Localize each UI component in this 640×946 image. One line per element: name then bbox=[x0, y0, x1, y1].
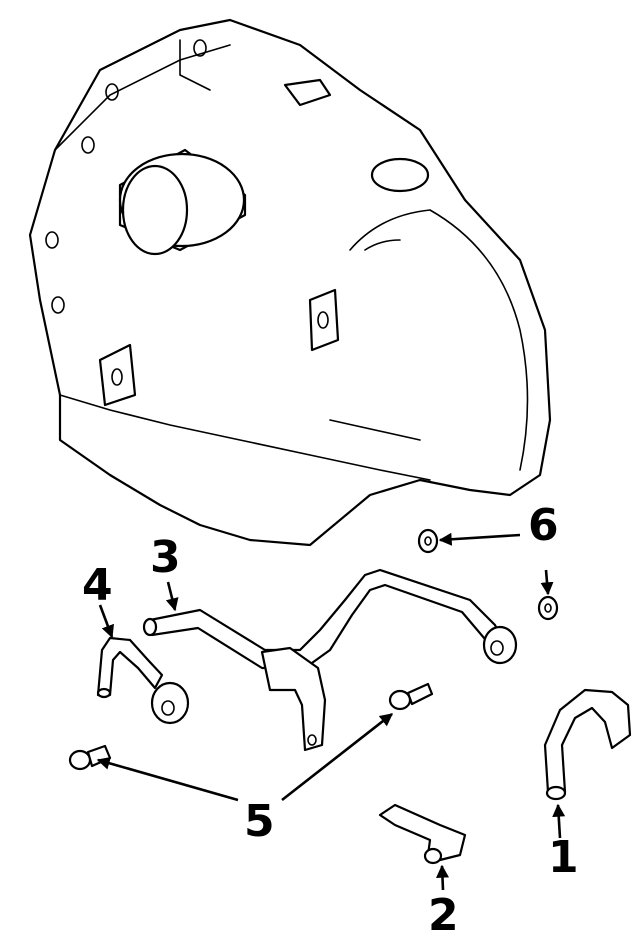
callout-6: 6 bbox=[528, 500, 559, 551]
washer-bottom bbox=[537, 595, 559, 621]
callout-5: 5 bbox=[244, 796, 275, 847]
washer-top bbox=[417, 528, 439, 554]
callout-3: 3 bbox=[150, 532, 181, 583]
callout-2: 2 bbox=[428, 890, 459, 941]
cooler-pipe-3 bbox=[142, 568, 518, 752]
bolt-left bbox=[68, 744, 112, 771]
cooler-pipe-4 bbox=[96, 636, 190, 725]
bolt-right bbox=[388, 682, 434, 711]
leader-lines bbox=[96, 532, 566, 891]
hose-2 bbox=[378, 803, 467, 865]
callout-1: 1 bbox=[548, 832, 579, 883]
hose-1 bbox=[543, 688, 632, 801]
transmission-case bbox=[28, 18, 552, 547]
oil-filter bbox=[118, 148, 247, 256]
callout-4: 4 bbox=[82, 560, 113, 611]
